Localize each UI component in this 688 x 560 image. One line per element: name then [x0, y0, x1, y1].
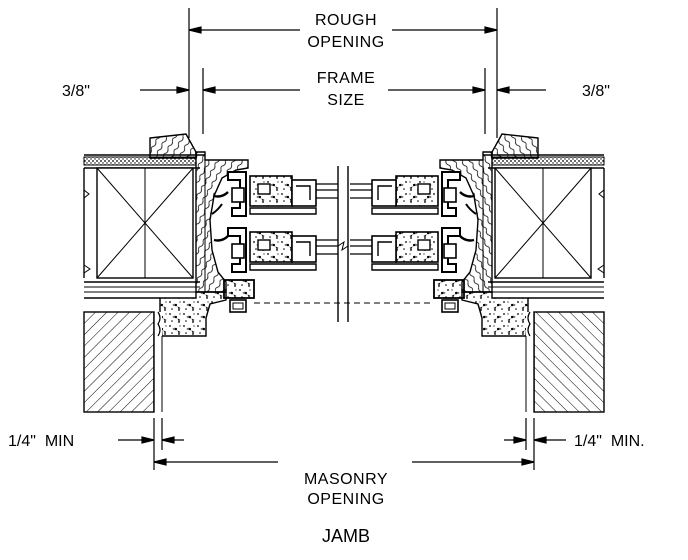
right-min-dimension: 1/4" MIN. — [574, 433, 645, 450]
frame-size-label-line2: SIZE — [327, 92, 365, 109]
frame-size-label-line1: FRAME — [317, 70, 376, 87]
dimension-lines — [118, 26, 566, 466]
rough-opening-label-line1: ROUGH — [315, 12, 377, 29]
left-jamb-section — [82, 132, 340, 414]
left-gap-dimension: 3/8" — [62, 83, 90, 100]
center-break-lines — [337, 166, 349, 322]
masonry-opening-label-line1: MASONRY — [304, 471, 388, 488]
right-gap-dimension: 3/8" — [582, 83, 610, 100]
rough-opening-label-line2: OPENING — [307, 34, 384, 51]
masonry-opening-label-line2: OPENING — [307, 491, 384, 508]
drawing-title: JAMB — [322, 526, 370, 546]
left-min-dimension: 1/4" MIN — [8, 433, 74, 450]
right-jamb-section — [348, 132, 606, 414]
